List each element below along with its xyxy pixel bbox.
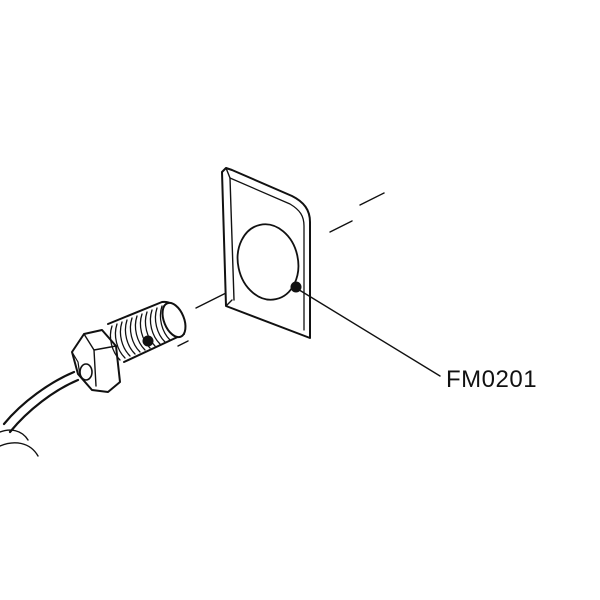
hex-nut <box>71 329 121 393</box>
callout-leader-line <box>295 287 441 377</box>
bracket-callout-dot <box>290 281 302 293</box>
sensor-callout-dot <box>142 335 154 347</box>
sensor-threaded-body <box>107 300 187 363</box>
sensor-cable <box>0 370 80 457</box>
part-number-label: FM0201 <box>446 366 538 393</box>
mounting-bracket <box>221 167 311 339</box>
